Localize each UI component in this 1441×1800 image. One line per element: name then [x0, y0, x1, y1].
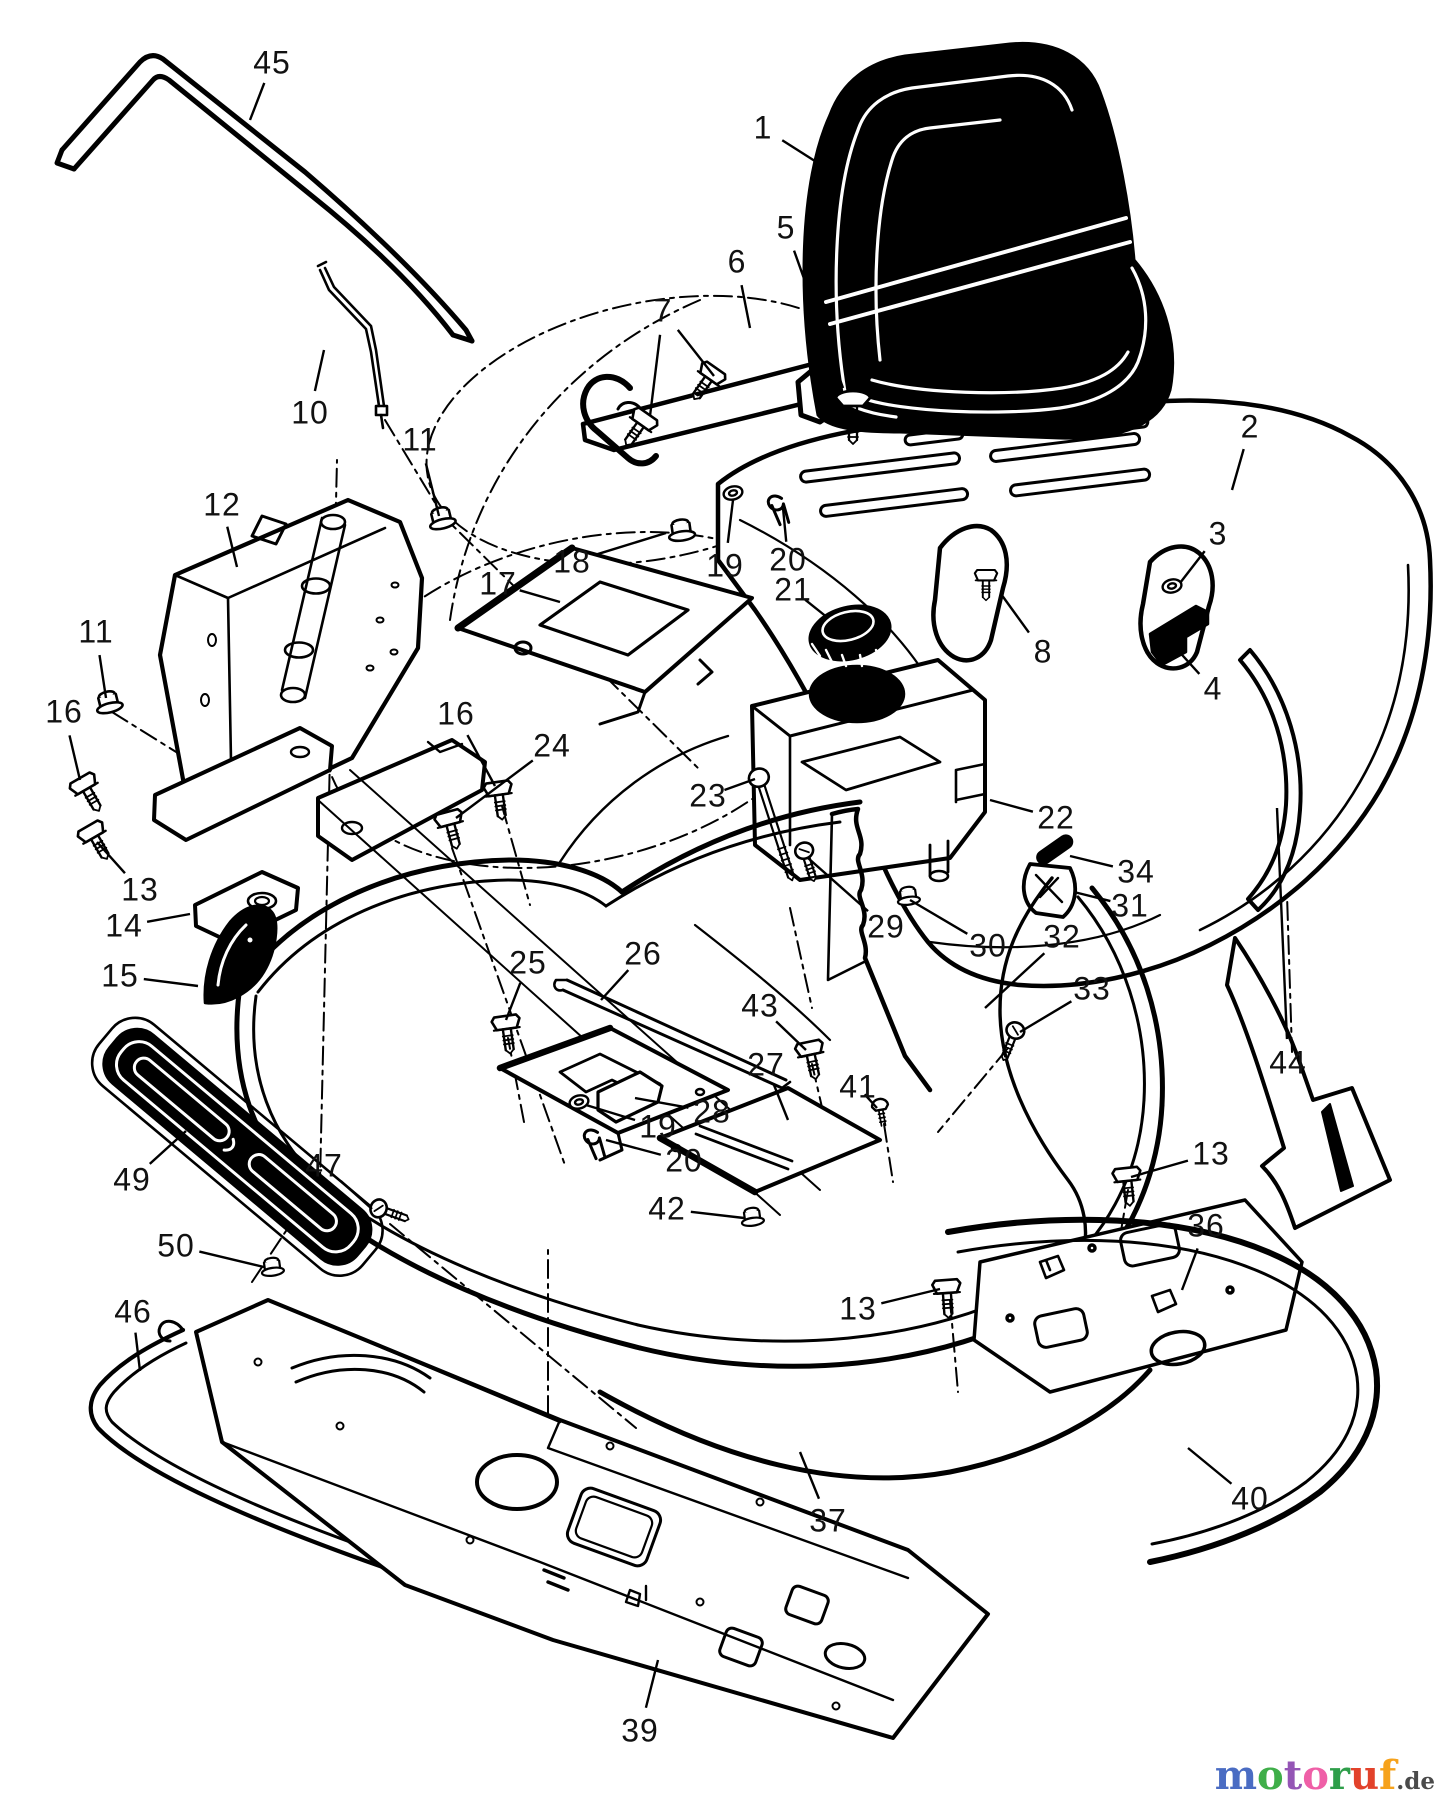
bolt-43-icon	[793, 1037, 831, 1084]
callout-49-42: 49	[113, 1161, 151, 1198]
callout-11-6: 11	[402, 421, 438, 458]
bolt-24-icon	[432, 807, 472, 854]
motoruf-logo-suffix: .de	[1396, 1768, 1435, 1795]
callout-5-2: 5	[776, 209, 796, 246]
callout-37-50: 37	[809, 1502, 847, 1539]
callout-42-45: 42	[648, 1190, 686, 1227]
callout-20-40: 20	[665, 1142, 703, 1179]
nut-50-icon	[258, 1255, 286, 1279]
callout-8-16: 8	[1033, 633, 1053, 670]
throttle-control-34-31-32	[998, 834, 1096, 1269]
lift-rod-10	[316, 260, 389, 430]
callout-13-47: 13	[839, 1290, 877, 1327]
footrest-plate-39	[194, 1298, 990, 1740]
callout-31-24: 31	[1111, 887, 1149, 924]
heat-shield-27	[656, 1086, 882, 1196]
callout-40-49: 40	[1231, 1480, 1269, 1517]
callout-36-44: 36	[1187, 1207, 1225, 1244]
callout-17-14: 17	[479, 565, 517, 602]
nut-11b-icon	[92, 687, 125, 717]
callout-50-46: 50	[157, 1227, 195, 1264]
callout-21-13: 21	[774, 571, 812, 608]
motoruf-logo[interactable]: motoruf.de	[1215, 1756, 1435, 1796]
callout-18-10: 18	[553, 543, 591, 580]
callout-19-39: 19	[639, 1108, 677, 1145]
motoruf-logo-word: motoruf	[1215, 1756, 1397, 1796]
trim-strip-45	[54, 53, 475, 344]
callout-26-33: 26	[624, 935, 662, 972]
callout-45-0: 45	[253, 44, 291, 81]
footrest-pad-49	[90, 1016, 384, 1278]
seat-plate-17	[454, 544, 754, 726]
callout-15-30: 15	[101, 957, 139, 994]
callout-46-48: 46	[114, 1293, 152, 1330]
callout-30-28: 30	[969, 927, 1007, 964]
callout-33-31: 33	[1073, 970, 1111, 1007]
logo-letter-u: u	[1349, 1752, 1380, 1799]
callout-32-29: 32	[1043, 918, 1081, 955]
callout-7-4: 7	[653, 292, 673, 329]
nut-42-icon	[738, 1205, 766, 1229]
logo-letter-o: o	[1257, 1752, 1284, 1799]
callout-47-43: 47	[305, 1147, 343, 1184]
seat-1	[802, 41, 1175, 440]
logo-letter-r: r	[1328, 1752, 1350, 1799]
logo-letter-t: t	[1283, 1752, 1303, 1799]
callout-27-35: 27	[747, 1046, 785, 1083]
callout-39-51: 39	[621, 1712, 659, 1749]
callout-43-34: 43	[741, 987, 779, 1024]
floor-panel-36	[972, 1198, 1304, 1394]
logo-letter-f: f	[1379, 1752, 1397, 1799]
callout-25-32: 25	[509, 944, 547, 981]
callout-16-19: 16	[437, 695, 475, 732]
fuel-tank-22	[750, 658, 987, 883]
callout-6-3: 6	[727, 243, 747, 280]
logo-letter-o: o	[1302, 1752, 1329, 1799]
callout-22-22: 22	[1037, 799, 1075, 836]
callout-28-38: 28	[693, 1093, 731, 1130]
callout-11-15: 11	[78, 613, 114, 650]
mounting-brackets-left	[152, 726, 487, 944]
callout-3-9: 3	[1208, 515, 1228, 552]
callout-12-8: 12	[203, 486, 241, 523]
nut-11a-icon	[425, 503, 458, 533]
fuel-cap-21	[808, 604, 892, 668]
callout-2-7: 2	[1240, 408, 1260, 445]
bolt-16M-icon	[481, 778, 518, 823]
callout-24-20: 24	[533, 727, 571, 764]
bolt-23-icon	[747, 767, 795, 882]
callout-23-21: 23	[689, 777, 727, 814]
callout-10-5: 10	[291, 394, 329, 431]
callout-1-1: 1	[753, 109, 773, 146]
cotter-pin-20b-icon	[578, 1127, 612, 1162]
callout-13-25: 13	[121, 871, 159, 908]
callout-44-37: 44	[1269, 1044, 1307, 1081]
callout-41-36: 41	[839, 1068, 877, 1105]
fasteners	[66, 358, 1146, 1321]
callout-29-27: 29	[867, 908, 905, 945]
callout-19-11: 19	[706, 547, 744, 584]
bolt-13B-icon	[930, 1277, 964, 1321]
logo-letter-m: m	[1214, 1752, 1258, 1799]
callout-4-17: 4	[1203, 670, 1223, 707]
chassis-rim-40	[945, 1216, 1380, 1565]
callout-13-41: 13	[1192, 1135, 1230, 1172]
callout-16-18: 16	[45, 693, 83, 730]
callout-20-12: 20	[769, 541, 807, 578]
nut-18-icon	[665, 516, 697, 544]
callout-34-23: 34	[1117, 853, 1155, 890]
bolt-16L-icon	[66, 769, 113, 820]
bolt-13L-icon	[74, 817, 121, 868]
callout-14-26: 14	[105, 907, 143, 944]
trim-wedge-15	[203, 904, 278, 1005]
side-trim-44	[1225, 648, 1392, 1230]
